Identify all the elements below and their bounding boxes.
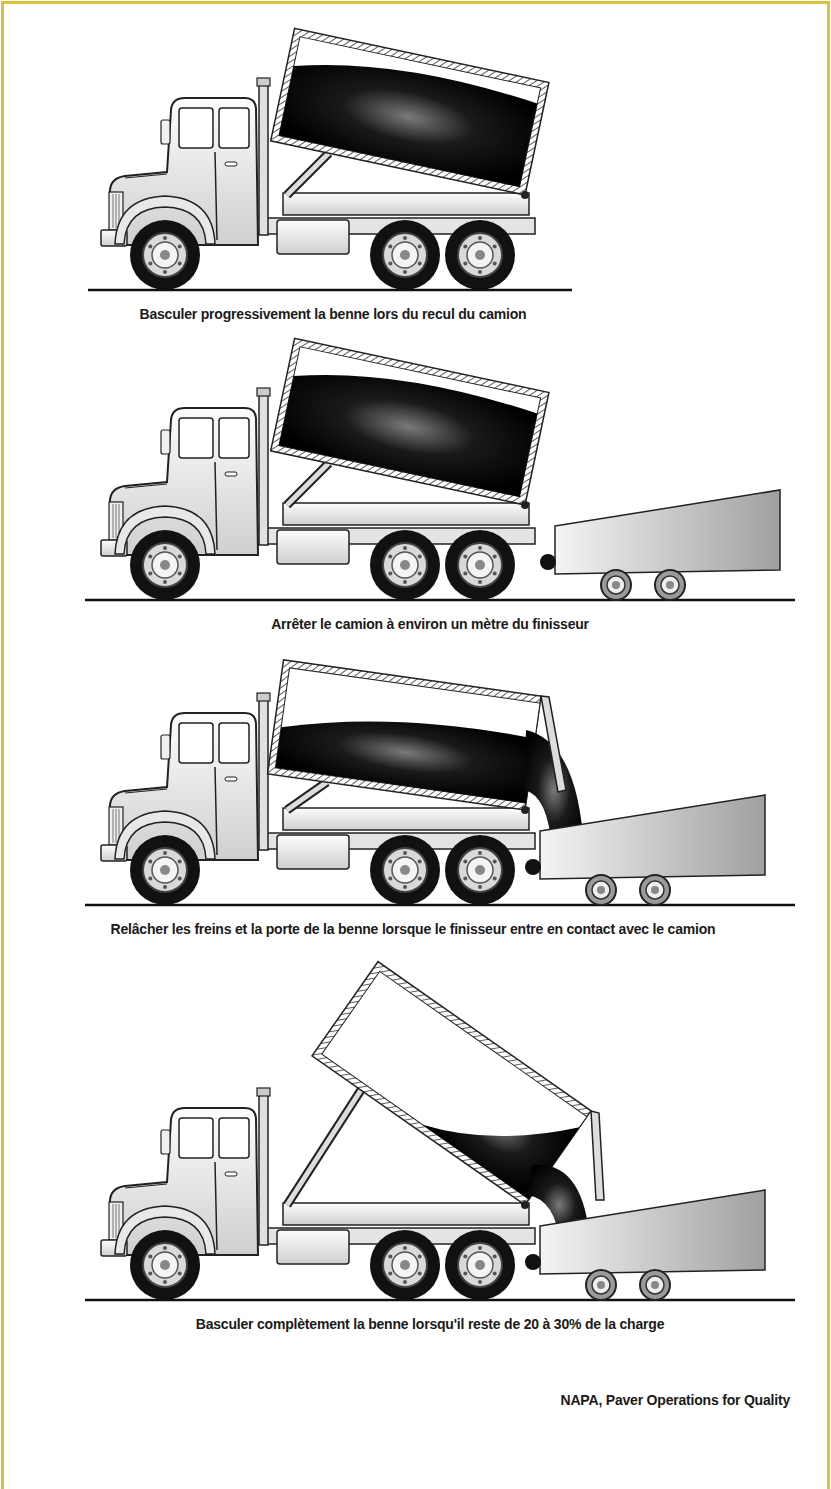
step-caption: Basculer complètement la benne lorsqu'il… xyxy=(196,1315,664,1333)
hinge xyxy=(521,501,529,509)
step-panel xyxy=(85,338,795,600)
body-interior xyxy=(275,668,540,803)
asphalt-load xyxy=(279,47,538,187)
tailgate xyxy=(541,696,566,792)
dump-body xyxy=(271,338,549,505)
step-panel xyxy=(85,660,795,905)
ground-line xyxy=(85,1299,795,1302)
lift-cylinder xyxy=(287,782,327,810)
ground-line xyxy=(85,599,795,602)
asphalt-load xyxy=(275,702,535,803)
dump-body xyxy=(268,660,541,810)
hinge xyxy=(521,806,529,814)
dump-body xyxy=(271,28,549,195)
lift-cylinder xyxy=(287,463,329,505)
ground-line xyxy=(85,904,795,907)
lift-cylinder xyxy=(287,1090,361,1205)
step-caption: Basculer progressivement la benne lors d… xyxy=(140,305,527,323)
lift-cylinder xyxy=(287,782,327,810)
step-panel xyxy=(85,962,795,1300)
lift-cylinder xyxy=(287,153,329,195)
step-panel xyxy=(88,28,572,290)
body-wall xyxy=(271,28,549,195)
page-frame xyxy=(3,3,829,1489)
step-caption: Relâcher les freins et la porte de la be… xyxy=(111,920,716,938)
source-credit: NAPA, Paver Operations for Quality xyxy=(561,1391,790,1409)
body-interior xyxy=(279,347,541,497)
asphalt-load xyxy=(279,357,538,497)
hinge xyxy=(521,191,529,199)
paver xyxy=(525,1190,765,1300)
lift-cylinder xyxy=(287,153,329,195)
paver xyxy=(525,795,765,905)
body-wall xyxy=(268,660,541,810)
body-wall xyxy=(271,338,549,505)
hinge xyxy=(521,1201,529,1209)
body-interior xyxy=(322,971,587,1199)
tailgate xyxy=(591,1111,604,1200)
paver xyxy=(540,490,780,600)
step-caption: Arrêter le camion à environ un mètre du … xyxy=(271,615,589,633)
body-interior xyxy=(279,37,541,187)
lift-cylinder xyxy=(287,463,329,505)
lift-cylinder xyxy=(287,1090,361,1205)
